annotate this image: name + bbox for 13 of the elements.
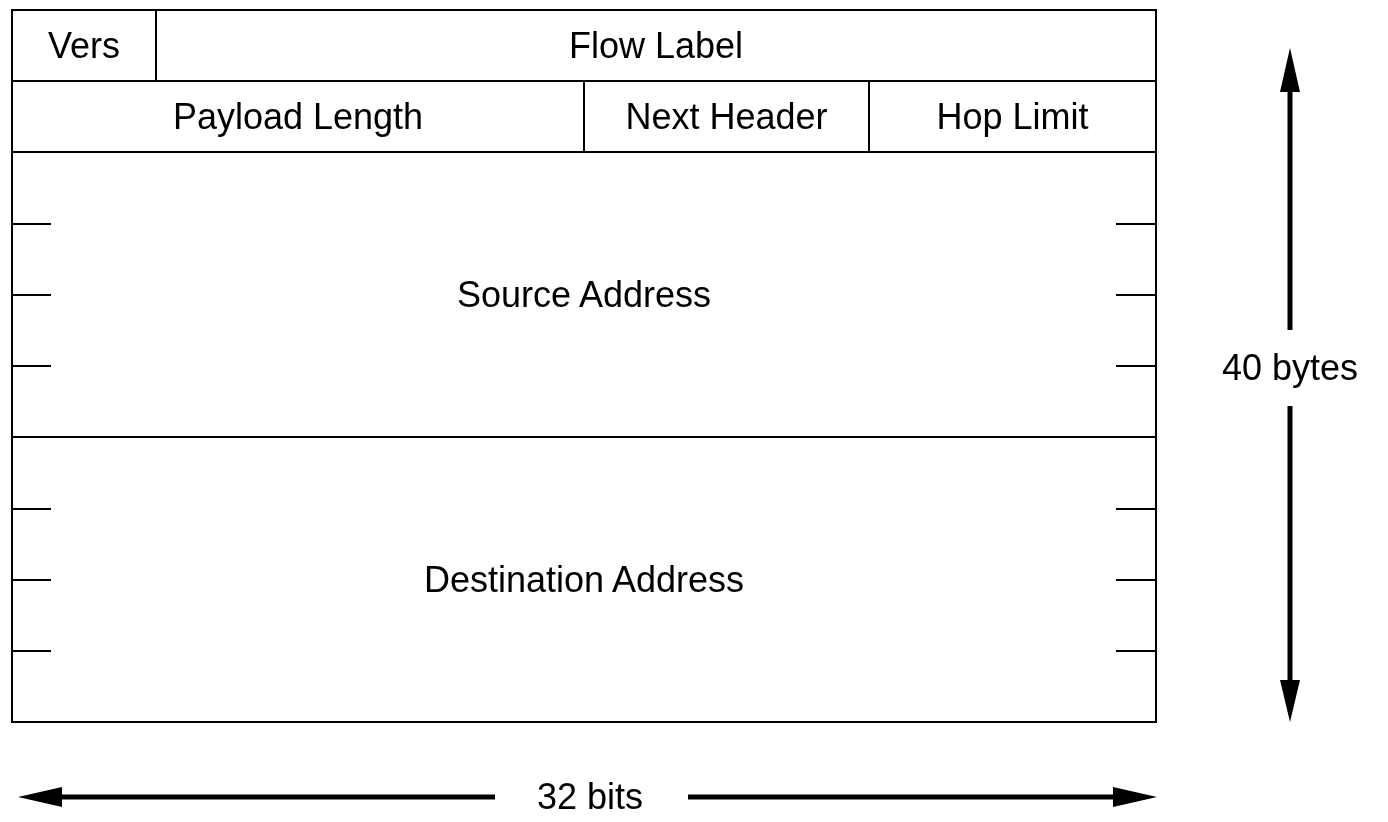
header-field [11,151,1157,438]
header-field [155,9,1157,82]
header-field [11,436,1157,723]
field-name: Destination Address [423,558,745,601]
field-name: Payload Length [172,95,424,138]
dimension-label: 32 bits [536,776,644,818]
field-name: Next Header [625,95,828,138]
field-name: Vers [47,24,120,67]
field-name: Hop Limit [936,95,1089,138]
field-name: Source Address [456,273,712,316]
header-field [11,9,157,82]
dimension-label: 40 bytes [1221,347,1359,389]
field-name: Flow Label [568,24,744,67]
